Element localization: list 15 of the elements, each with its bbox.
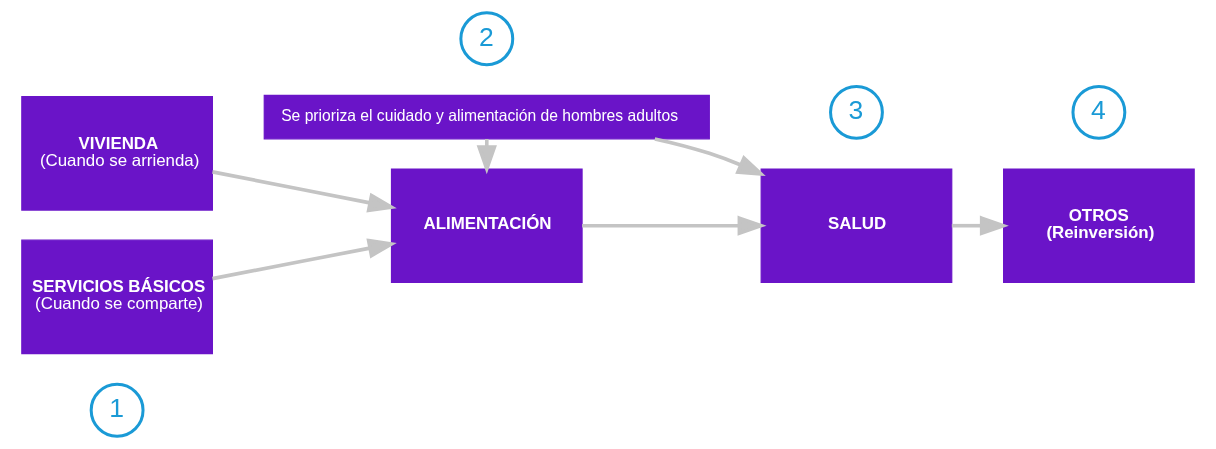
arrow — [654, 137, 766, 177]
node-box: VIVIENDA (Cuando se arrienda) — [21, 96, 213, 211]
node-box: OTROS (Reinversión) — [1003, 168, 1195, 283]
node-circle: 4 — [1071, 84, 1127, 140]
arrow — [212, 238, 397, 281]
node-box: SALUD — [760, 168, 953, 283]
arrow — [951, 215, 1009, 236]
node-box: SERVICIOS BÁSICOS (Cuando se comparte) — [21, 239, 213, 355]
node-circle: 2 — [459, 11, 515, 67]
node-box: ALIMENTACIÓN — [390, 168, 583, 283]
arrow — [582, 215, 767, 236]
node-box: Se prioriza el cuidado y alimentación de hombres adultos — [263, 94, 710, 140]
node-circle: 1 — [89, 382, 145, 438]
node-circle: 3 — [829, 84, 884, 140]
arrow — [212, 170, 397, 213]
